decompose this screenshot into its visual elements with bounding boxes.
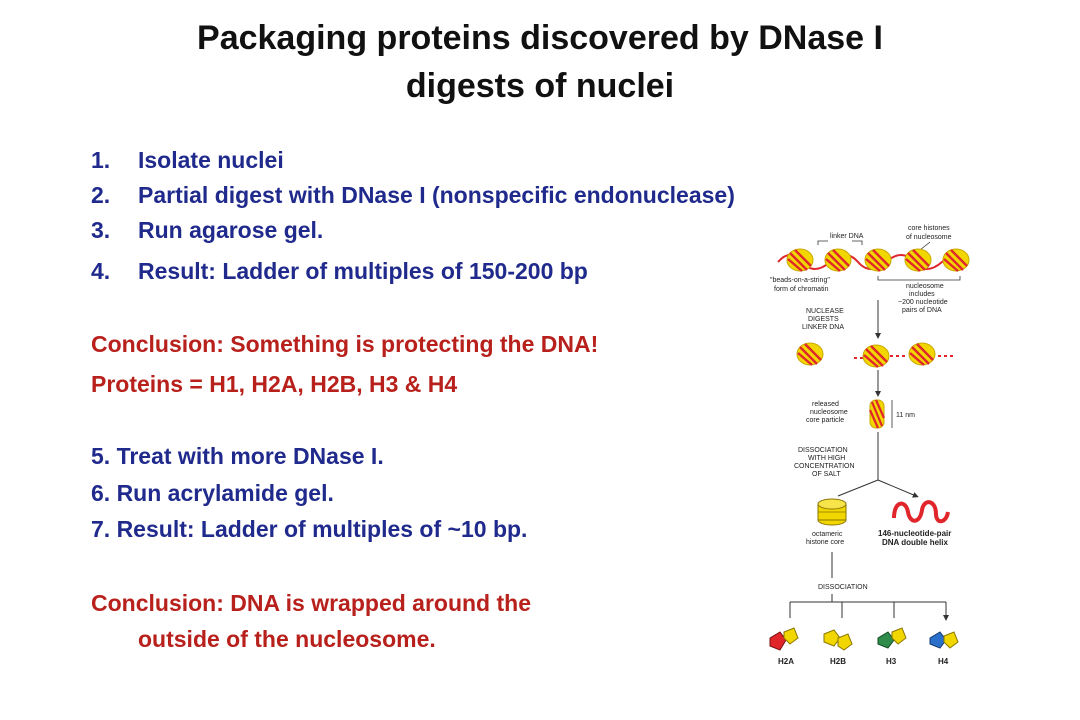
size-label: 11 nm — [896, 412, 915, 419]
title-line-2: digests of nuclei — [405, 67, 675, 105]
step-2: 2. Partial digest with DNase I (nonspecif… — [91, 180, 735, 210]
h3-dimer-illustration — [877, 627, 907, 649]
h2a-dimer-illustration — [769, 627, 799, 651]
proteins-line: Proteins = H1, H2A, H2B, H3 & H4 — [91, 371, 458, 397]
nucleosome-includes-1: nucleosome — [906, 283, 944, 290]
nucleosome-includes-4: pairs of DNA — [902, 307, 942, 314]
step-7: 7. Result: Ladder of multiples of ~10 bp… — [91, 516, 528, 542]
step-4: 4. Result: Ladder of multiples of 150-200… — [91, 256, 588, 286]
dissociation-label-4: OF SALT — [812, 471, 841, 478]
step-text: Partial digest with DNase I (nonspecific… — [138, 182, 735, 208]
step-number: 2. — [91, 182, 111, 208]
title-line-1: Packaging proteins discovered by DNase I — [197, 19, 883, 57]
dna-helix-illustration — [892, 500, 950, 524]
step-text: Result: Ladder of multiples of 150-200 b… — [138, 258, 588, 284]
dna-pair-label-1: 146-nucleotide-pair — [878, 529, 951, 538]
released-label-1: released — [812, 401, 839, 408]
core-histones-label-2: of nucleosome — [906, 234, 952, 241]
step-number: 1. — [91, 147, 111, 173]
nucleosome-figure: linker DNA core histones of nucleosome "… — [769, 225, 971, 666]
nuclease-label-1: NUCLEASE — [806, 308, 844, 315]
h4-dimer-illustration — [929, 631, 959, 649]
octameric-label-1: octameric — [812, 531, 843, 538]
digested-chromatin-illustration — [795, 341, 956, 369]
octameric-core-illustration — [817, 498, 847, 526]
beads-on-string-illustration — [777, 247, 971, 273]
step-number: 3. — [91, 217, 111, 243]
nucleosome-includes-2: includes — [909, 291, 935, 298]
step-text: Run agarose gel. — [138, 217, 324, 243]
beads-label-2: form of chromatin — [774, 286, 829, 293]
slide-title: Packaging proteins discovered by DNase I… — [20, 14, 1060, 110]
dissociation-label-2: WITH HIGH — [808, 455, 845, 462]
histone-label-h4: H4 — [938, 657, 949, 666]
nuclease-label-2: DIGESTS — [808, 316, 839, 323]
step-3: 3. Run agarose gel. — [91, 215, 323, 245]
conclusion-2-line-1: Conclusion: DNA is wrapped around the — [91, 590, 531, 616]
step-1: 1. Isolate nuclei — [91, 145, 284, 175]
dissociation-label-1: DISSOCIATION — [798, 447, 848, 454]
dna-pair-label-2: DNA double helix — [882, 538, 948, 547]
beads-label-1: "beads-on-a-string" — [770, 277, 830, 284]
released-label-2: nucleosome — [810, 409, 848, 416]
histone-label-h3: H3 — [886, 657, 897, 666]
released-label-3: core particle — [806, 417, 844, 424]
dissociation-final-label: DISSOCIATION — [818, 584, 868, 591]
octameric-label-2: histone core — [806, 539, 844, 546]
step-text: Isolate nuclei — [138, 147, 284, 173]
histone-label-h2b: H2B — [830, 657, 846, 666]
step-5: 5. Treat with more DNase I. — [91, 443, 384, 469]
step-6: 6. Run acrylamide gel. — [91, 480, 334, 506]
conclusion-2-line-2: outside of the nucleosome. — [138, 626, 436, 652]
step-number: 4. — [91, 258, 111, 284]
core-particle-illustration — [868, 399, 886, 429]
linker-dna-label: linker DNA — [830, 233, 864, 240]
histone-label-h2a: H2A — [778, 657, 794, 666]
nucleosome-includes-3: ~200 nucleotide — [898, 299, 948, 306]
dissociation-label-3: CONCENTRATION — [794, 463, 855, 470]
nuclease-label-3: LINKER DNA — [802, 324, 844, 331]
conclusion-1: Conclusion: Something is protecting the … — [91, 331, 599, 357]
core-histones-label-1: core histones — [908, 225, 950, 232]
h2b-dimer-illustration — [823, 629, 853, 651]
